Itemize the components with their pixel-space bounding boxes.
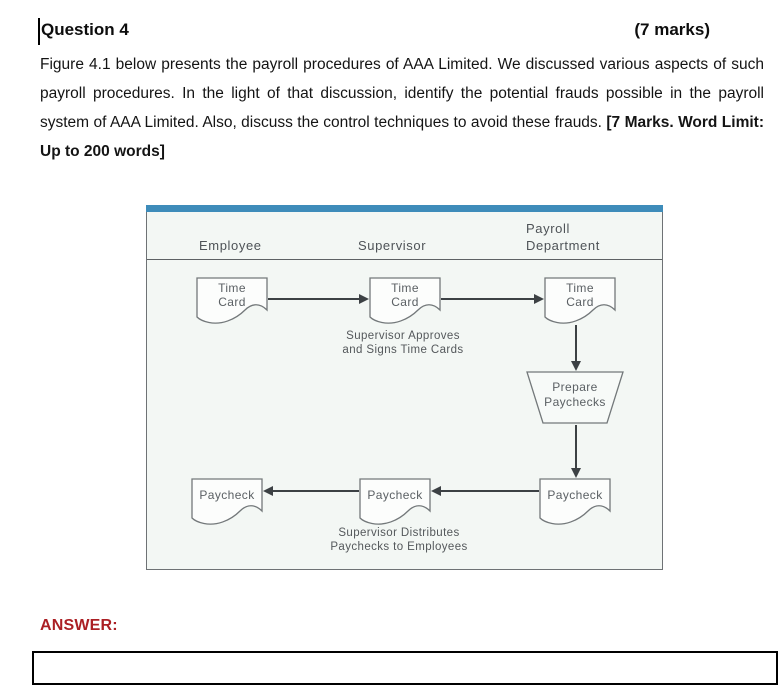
arrow-paycheck-supervisor-to-employee	[273, 490, 359, 492]
document-shape-icon	[544, 277, 616, 324]
document-label: Time Card	[218, 281, 246, 309]
process-prepare-paychecks: Prepare Paychecks	[526, 371, 624, 425]
question-header: Question 4 (7 marks)	[41, 20, 710, 40]
text-cursor	[38, 18, 40, 45]
document-shape-icon	[191, 478, 263, 525]
column-header-supervisor: Supervisor	[358, 238, 427, 253]
header-divider-line	[147, 259, 662, 261]
arrow-prepare-paychecks-to-paycheck	[575, 425, 577, 468]
document-shape-icon	[369, 277, 441, 324]
question-body-text: Figure 4.1 below presents the payroll pr…	[40, 56, 764, 131]
document-shape-icon	[196, 277, 268, 324]
document-label: Paycheck	[199, 488, 255, 502]
document-label: Paycheck	[367, 488, 423, 502]
payroll-flowchart-figure: Employee Supervisor Payroll Department T…	[146, 205, 663, 570]
column-header-payroll-department: Payroll Department	[526, 221, 600, 253]
arrow-timecard-employee-to-supervisor	[268, 298, 359, 300]
document-paycheck-supervisor: Paycheck	[359, 478, 431, 526]
document-paycheck-employee: Paycheck	[191, 478, 263, 526]
annotation-supervisor-distributes: Supervisor Distributes Paychecks to Empl…	[330, 527, 468, 553]
question-bold-note: [7 Marks. Word Limit: Up to 200 words]	[40, 114, 764, 160]
document-time-card-supervisor: Time Card	[369, 277, 441, 325]
column-header-employee: Employee	[199, 238, 262, 253]
question-text: Figure 4.1 below presents the payroll pr…	[40, 50, 764, 166]
document-label: Time Card	[566, 281, 594, 309]
document-shape-icon	[359, 478, 431, 525]
answer-label: ANSWER:	[40, 617, 118, 634]
arrow-timecard-to-prepare-paychecks	[575, 325, 577, 361]
figure-accent-bar	[146, 205, 663, 212]
question-marks: (7 marks)	[634, 20, 710, 39]
document-shape-icon	[539, 478, 611, 525]
arrow-paycheck-payroll-to-supervisor	[441, 490, 539, 492]
document-label: Paycheck	[547, 488, 603, 502]
arrow-timecard-supervisor-to-payroll	[441, 298, 534, 300]
document-paycheck-payroll: Paycheck	[539, 478, 611, 526]
process-label: Prepare Paychecks	[544, 380, 606, 409]
annotation-supervisor-approves: Supervisor Approves and Signs Time Cards	[342, 330, 464, 356]
document-time-card-employee: Time Card	[196, 277, 268, 325]
answer-input-box[interactable]	[32, 651, 778, 685]
manual-operation-shape-icon	[526, 371, 624, 424]
document-time-card-payroll: Time Card	[544, 277, 616, 325]
document-label: Time Card	[391, 281, 419, 309]
question-title: Question 4	[41, 20, 129, 39]
